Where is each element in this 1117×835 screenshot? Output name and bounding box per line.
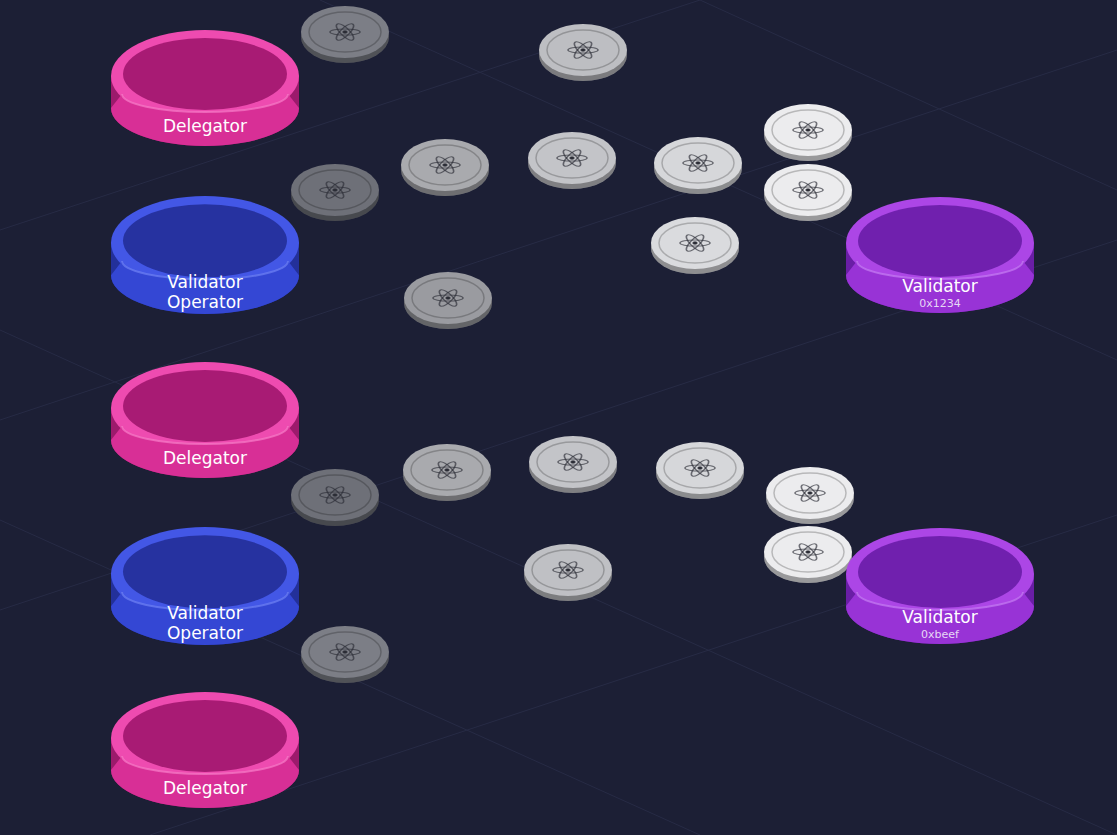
bowl-texts: Delegator (110, 448, 300, 468)
validator-address: 0xbeef (921, 628, 959, 642)
bowl-texts: Validator Operator (110, 603, 300, 643)
bowl-label: Delegator (163, 116, 247, 136)
bowl-texts: Validator0x1234 (845, 276, 1035, 311)
bowl-node: Delegator (110, 360, 300, 482)
bowl-texts: Validator Operator (110, 272, 300, 312)
bowl-texts: Delegator (110, 778, 300, 798)
bowl-label: Validator (902, 607, 977, 627)
bowl-label: Delegator (163, 448, 247, 468)
bowl-node: Validator Operator (110, 194, 300, 318)
bowl-node: Validator0x1234 (845, 195, 1035, 317)
bowl-texts: Delegator (110, 116, 300, 136)
bowl-label: Validator (902, 276, 977, 296)
bowl-label: Delegator (163, 778, 247, 798)
bowl-texts: Validator0xbeef (845, 607, 1035, 642)
validator-address: 0x1234 (919, 297, 961, 311)
bowl-label: Validator Operator (146, 272, 264, 312)
atom-coins (291, 6, 854, 683)
bowl-node: Validator0xbeef (845, 526, 1035, 648)
bowl-node: Delegator (110, 690, 300, 812)
bowl-node: Validator Operator (110, 525, 300, 649)
bowl-label: Validator Operator (146, 603, 264, 643)
bowl-node: Delegator (110, 28, 300, 150)
